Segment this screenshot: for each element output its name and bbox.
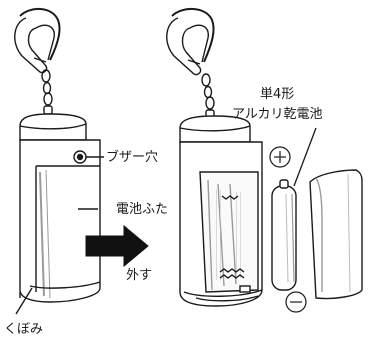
left-keychain-icon [41,69,53,115]
left-device [14,8,104,315]
left-top-cap [19,113,87,141]
battery-type-label: アルカリ乾電池 [232,107,323,122]
left-carabiner-icon [14,8,61,74]
battery-cover-removed [309,169,363,300]
right-device [166,8,263,307]
right-carabiner-icon [166,8,215,76]
right-keychain-icon [201,73,215,119]
right-top-cap [179,115,251,143]
remove-arrow-icon [85,224,149,268]
left-body [19,139,101,303]
recess-label: くぼみ [4,322,44,337]
buzzer-hole-label: ブザー穴 [106,150,159,165]
minus-terminal-icon [285,291,307,313]
aaa-battery [271,179,297,291]
plus-terminal-icon [269,146,291,168]
battery-cover-label: 電池ふた [116,202,169,217]
remove-label: 外す [126,268,153,283]
battery-size-label: 単4形 [260,87,295,102]
